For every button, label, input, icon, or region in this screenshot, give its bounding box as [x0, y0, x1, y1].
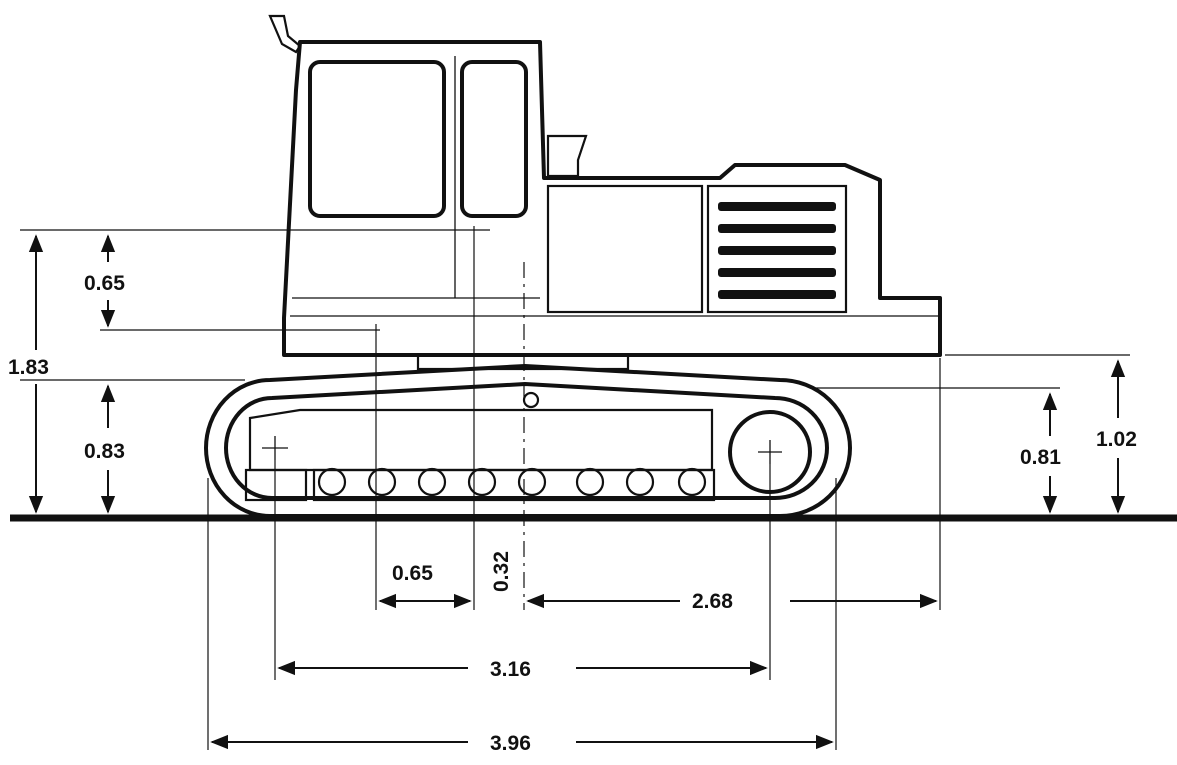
- label-track-length: 3.96: [490, 732, 531, 755]
- roller-frame: [312, 468, 716, 502]
- label-track-height: 0.83: [84, 440, 125, 463]
- label-cab-upper-height: 0.65: [84, 272, 125, 295]
- label-counterweight-clearance: 1.02: [1096, 428, 1137, 451]
- engine-panel: [546, 184, 704, 314]
- lower-frame: [244, 468, 308, 502]
- label-tumbler-distance: 3.16: [490, 658, 531, 681]
- label-front-offset: 0.65: [392, 562, 433, 585]
- excavator-body: [268, 14, 942, 371]
- dimension-labels: 1.83 0.65 0.83 1.02 0.81 0.65 0.32 2.68 …: [8, 272, 1137, 755]
- label-rear-track-height: 0.81: [1020, 446, 1061, 469]
- track-inner: [224, 382, 829, 500]
- label-overall-height: 1.83: [8, 356, 49, 379]
- cab-handle: [268, 14, 302, 54]
- front-window: [308, 60, 446, 218]
- cab-outline: [282, 40, 942, 357]
- track-frame: [248, 408, 714, 472]
- label-tail-length: 2.68: [692, 590, 733, 613]
- rear-window: [460, 60, 528, 218]
- intake-stack: [546, 134, 588, 178]
- swing-bearing: [416, 353, 630, 371]
- label-center-offset: 0.32: [490, 551, 513, 592]
- wheel-centers: [262, 436, 782, 464]
- undercarriage: [204, 364, 852, 518]
- grille-slats: [718, 202, 836, 299]
- radiator-grille: [706, 184, 848, 314]
- extension-lines: [20, 226, 1130, 750]
- center-pin: [522, 391, 540, 409]
- track-rollers: [317, 467, 707, 497]
- dimension-arrows: [28, 234, 1126, 750]
